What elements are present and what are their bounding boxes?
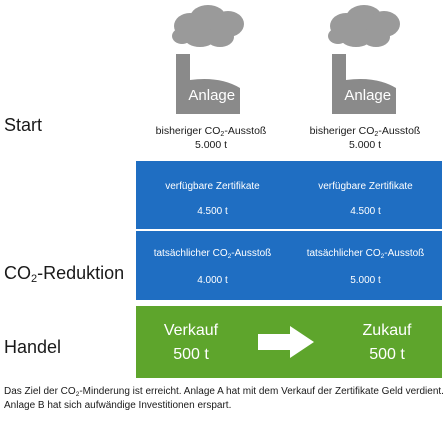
actual-emission-label: tatsächlicher CO2-Ausstoß (153, 248, 272, 260)
emission-label: bisheriger CO2-Ausstoß (155, 125, 267, 138)
certificates-label: verfügbare Zertifikate (165, 181, 260, 192)
emission-label: bisheriger CO2-Ausstoß (309, 125, 421, 138)
emission-caption-anlage-2: bisheriger CO2-Ausstoß 5.000 t (290, 124, 440, 152)
factory-icon-anlage-2: Anlage 2 (316, 4, 412, 114)
actual-emission-label: tatsächlicher CO2-Ausstoß (306, 248, 425, 260)
trade-block: Verkauf 500 t Zukauf 500 t (136, 306, 442, 378)
factory-smoke-icon (328, 5, 400, 114)
factory-icon-anlage-1: Anlage 1 (160, 4, 256, 114)
row-label-handel: Handel (4, 337, 62, 357)
trade-value-buy: 500 t (369, 346, 405, 363)
emission-value: 5.000 t (348, 139, 382, 151)
row-label-start: Start (4, 115, 43, 135)
certificates-value: 4.500 t (350, 206, 381, 217)
factory-name: Anlage 1 (188, 87, 248, 104)
emission-value: 5.000 t (194, 139, 228, 151)
arrow-right-icon (258, 326, 314, 358)
reduction-block: verfügbare Zertifikate 4.500 t verfügbar… (136, 161, 442, 300)
factory-name: Anlage 2 (344, 87, 404, 104)
emission-caption-anlage-1: bisheriger CO2-Ausstoß 5.000 t (136, 124, 286, 152)
factory-smoke-icon (172, 5, 244, 114)
actual-emission-value: 4.000 t (197, 275, 228, 286)
trade-label-buy: Zukauf (362, 322, 412, 339)
trade-label-sell: Verkauf (163, 322, 219, 339)
divider (136, 229, 442, 231)
actual-emission-value: 5.000 t (350, 275, 381, 286)
certificates-label: verfügbare Zertifikate (318, 181, 413, 192)
trade-value-sell: 500 t (173, 346, 209, 363)
certificates-value: 4.500 t (197, 206, 228, 217)
footnote: Das Ziel der CO2-Minderung ist erreicht.… (4, 386, 444, 411)
row-label-co2-reduktion: CO2-Reduktion (4, 263, 125, 285)
